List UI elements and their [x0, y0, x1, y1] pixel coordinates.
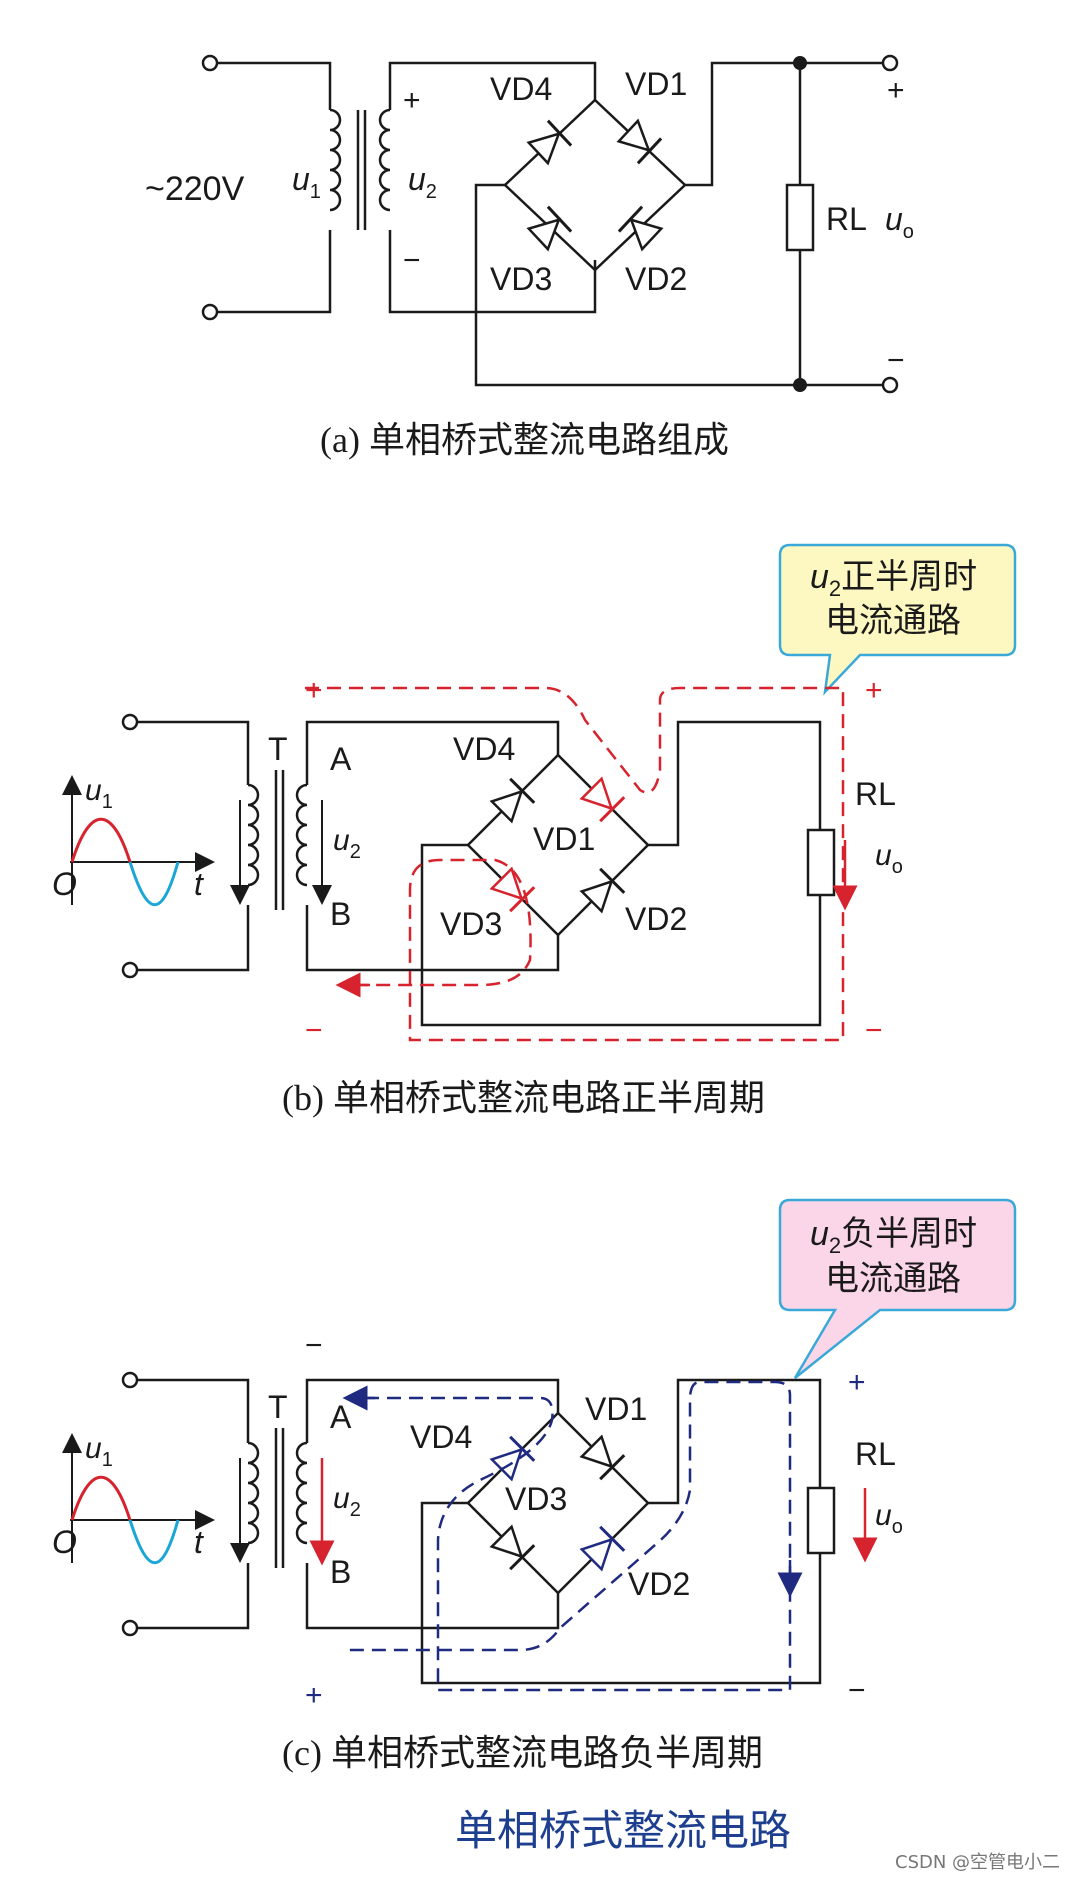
primary-coil-icon: [328, 108, 342, 212]
callout-positive: [778, 543, 1017, 696]
u2-label: u2: [333, 824, 361, 863]
vd4-label: VD4: [410, 1419, 472, 1455]
right-minus: −: [865, 1014, 883, 1047]
time-label: t: [194, 866, 204, 902]
right-plus: +: [865, 674, 883, 707]
vd2-label: VD2: [625, 901, 687, 937]
vd2-label: VD2: [625, 261, 687, 297]
left-plus: +: [305, 674, 323, 707]
diagram-c: u2负半周时 电流通路 T A B u1: [52, 1198, 1017, 1773]
caption-b: (b) 单相桥式整流电路正半周期: [282, 1078, 765, 1118]
load-label: RL: [855, 1436, 896, 1472]
node-a-label: A: [330, 741, 352, 777]
callout-b-line1: u2正半周时: [810, 557, 977, 601]
sine-positive-half: [70, 817, 132, 863]
u2-label: u2: [333, 1482, 361, 1521]
vd3-label: VD3: [440, 906, 502, 942]
callout-c-line2: 电流通路: [825, 1260, 961, 1298]
bridge-diamond: [503, 98, 687, 272]
secondary-coil-icon: [378, 108, 392, 212]
secondary-minus: −: [403, 244, 421, 277]
right-minus: −: [848, 1674, 866, 1707]
footer-title: 单相桥式整流电路: [455, 1806, 791, 1855]
load-resistor: [785, 183, 815, 252]
positive-current-path: [305, 686, 845, 1042]
time-label: t: [194, 1524, 204, 1560]
callout-negative: [778, 1198, 1017, 1379]
node-b-label: B: [330, 896, 351, 932]
caption-c: (c) 单相桥式整流电路负半周期: [282, 1733, 763, 1773]
vd1-label: VD1: [585, 1391, 647, 1427]
uo-label: uo: [885, 201, 914, 243]
primary-terminal-bottom: [201, 303, 219, 321]
top-minus: −: [305, 1329, 323, 1362]
vd4-label: VD4: [490, 71, 552, 107]
primary-coil-icon: [246, 1441, 260, 1545]
bottom-plus: +: [305, 1679, 323, 1712]
vd3-label: VD3: [505, 1481, 567, 1517]
output-minus: −: [887, 344, 905, 377]
source-label: ~220V: [145, 170, 245, 208]
u1-label: u1: [85, 774, 113, 813]
vd3-label: VD3: [490, 261, 552, 297]
left-minus: −: [305, 1014, 323, 1047]
uo-label: uo: [875, 839, 903, 878]
vd4-label: VD4: [453, 731, 515, 767]
vd1-label: VD1: [533, 821, 595, 857]
primary-coil-icon: [246, 783, 260, 887]
u1-label: u1: [85, 1432, 113, 1471]
diagram-a: ~220V u1 u2 + − VD4 VD1 VD3 VD2 RL uo + …: [145, 54, 914, 460]
diagram-b: u2正半周时 电流通路 T: [52, 543, 1017, 1118]
transformer-label: T: [268, 1389, 288, 1425]
transformer-label: T: [268, 731, 288, 767]
secondary-coil-icon: [295, 1441, 309, 1545]
load-label: RL: [855, 776, 896, 812]
u2-label: u2: [408, 161, 437, 203]
origin-label: O: [52, 866, 77, 902]
sine-negative-half: [128, 861, 180, 907]
primary-terminal-top: [201, 54, 219, 72]
vd2-label: VD2: [628, 1566, 690, 1602]
uo-label: uo: [875, 1499, 903, 1538]
vd1-label: VD1: [625, 66, 687, 102]
watermark: CSDN @空管电小二: [895, 1852, 1060, 1873]
u1-label: u1: [292, 161, 321, 203]
callout-c-line1: u2负半周时: [810, 1214, 977, 1258]
node-a-label: A: [330, 1399, 352, 1435]
load-label: RL: [826, 201, 867, 237]
caption-a: (a) 单相桥式整流电路组成: [320, 420, 729, 460]
output-terminal-plus: [881, 54, 899, 72]
output-plus: +: [887, 74, 905, 107]
callout-b-line2: 电流通路: [825, 602, 961, 640]
output-terminal-minus: [881, 376, 899, 394]
secondary-plus: +: [403, 84, 421, 117]
secondary-coil-icon: [295, 783, 309, 887]
origin-label: O: [52, 1524, 77, 1560]
right-plus: +: [848, 1366, 866, 1399]
node-b-label: B: [330, 1554, 351, 1590]
